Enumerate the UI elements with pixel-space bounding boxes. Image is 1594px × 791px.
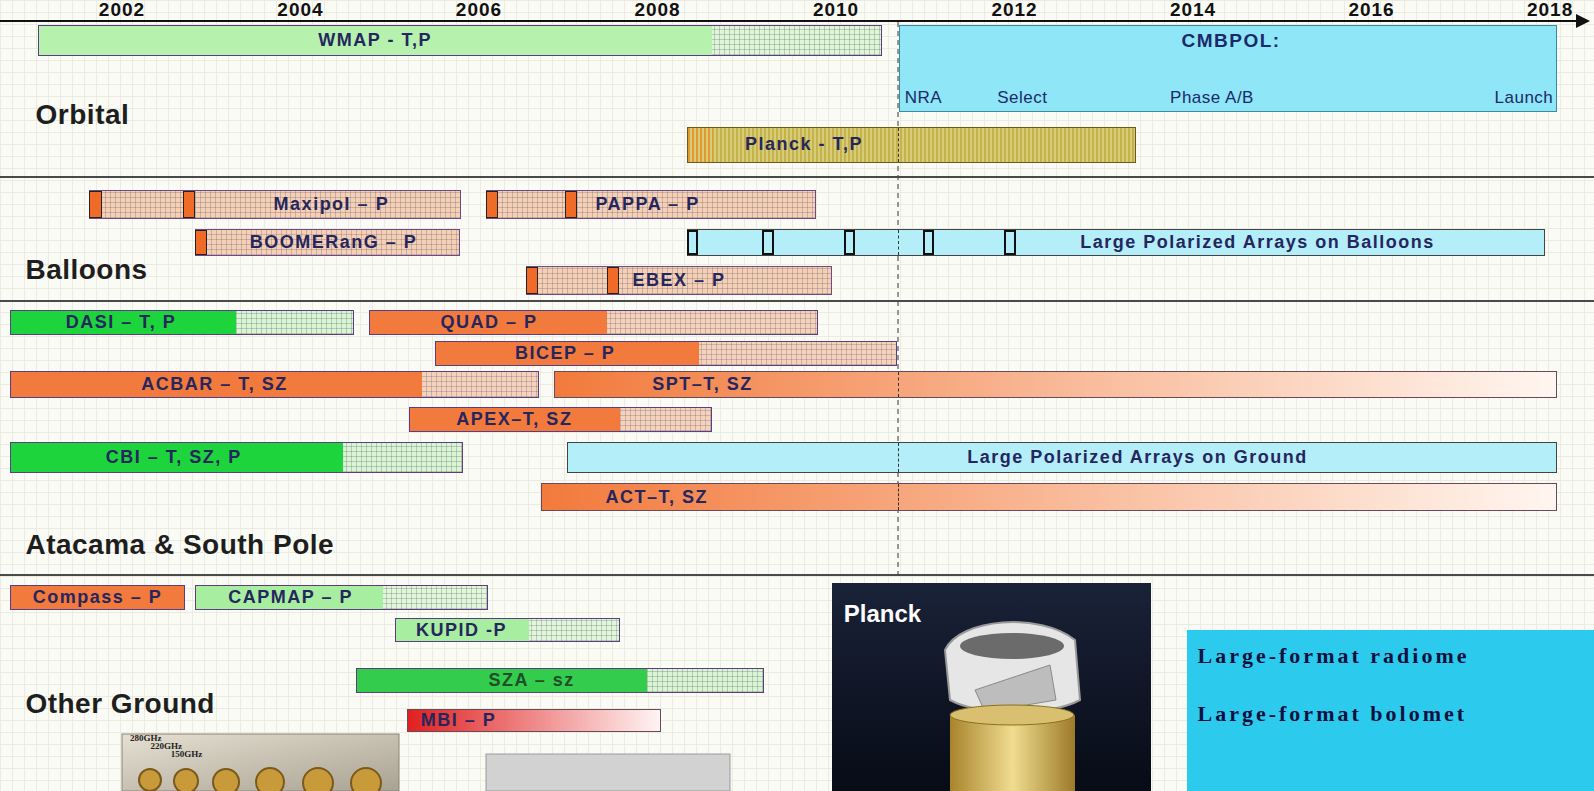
ongoing-bar: SPT–T, SZ <box>554 371 1557 398</box>
year-label: 2006 <box>456 0 502 19</box>
band-label: 150GHz <box>171 750 203 759</box>
flight-marker <box>762 230 773 255</box>
flight-marker <box>565 191 577 217</box>
bar-label: Compass – P <box>33 587 163 608</box>
today-line <box>898 230 899 255</box>
flight-marker <box>195 230 207 255</box>
today-line <box>898 484 899 510</box>
timeline-bar: ACBAR – T, SZ <box>10 371 539 398</box>
today-line <box>898 128 899 162</box>
bar-label: DASI – T, P <box>66 312 177 333</box>
flight-marker <box>607 267 619 293</box>
year-label: 2014 <box>1170 0 1216 19</box>
photo-placeholder <box>486 754 730 791</box>
year-label: 2012 <box>991 0 1037 19</box>
picture-panel: Planck <box>832 583 1151 791</box>
feedhorns <box>139 768 381 791</box>
bar-label: MBI – P <box>421 710 497 731</box>
timeline-bar: SZA – sz <box>356 668 765 693</box>
ongoing-bar: MBI – P <box>407 709 661 732</box>
bar-label: Large-format bolomet <box>1198 701 1468 726</box>
planck-satellite <box>945 622 1080 791</box>
bar-label: Planck <box>844 600 921 628</box>
bar-label: ACBAR – T, SZ <box>141 374 288 395</box>
section-label: Other Ground <box>25 688 215 720</box>
planck-picture-ground <box>832 583 1151 791</box>
bar-label: Select <box>997 88 1047 108</box>
bar-label: Launch <box>1495 88 1554 108</box>
flight-marker <box>89 191 101 217</box>
bar-label: Phase A/B <box>1170 88 1254 108</box>
bar-label: APEX–T, SZ <box>456 409 572 430</box>
bar-label: BICEP – P <box>515 343 615 364</box>
note-box: Large-format radiomeLarge-format bolomet <box>1187 630 1594 791</box>
timeline-bar: CBI – T, SZ, P <box>10 442 462 472</box>
bar-label: BOOMERanG – P <box>250 232 418 253</box>
timeline-bar: BICEP – P <box>435 341 897 366</box>
balloon-bar: BOOMERanG – P <box>195 229 460 256</box>
bar-label: SZA – sz <box>488 670 574 691</box>
timeline-bar: KUPID -P <box>395 618 620 642</box>
bar-label: PAPPA – P <box>595 194 699 215</box>
year-label: 2004 <box>277 0 323 19</box>
today-line <box>898 372 899 397</box>
bar-label: ACT–T, SZ <box>605 487 708 508</box>
section-label: Atacama & South Pole <box>25 529 334 561</box>
timeline-bar: DASI – T, P <box>10 310 354 335</box>
flight-marker <box>844 230 855 255</box>
section-band: Orbital WMAP - T,P CMBPOL: NRA Select Phase A… <box>0 16 1594 178</box>
timeline-bar: Compass – P <box>10 585 185 610</box>
flight-marker <box>687 230 698 255</box>
ongoing-bar: ACT–T, SZ <box>541 483 1558 511</box>
section-band: Atacama & South Pole DASI – T, P QUAD – P B… <box>0 302 1594 576</box>
section-label: Balloons <box>25 254 147 286</box>
bar-label: Large Polarized Arrays on Ground <box>967 447 1307 468</box>
bar-label: QUAD – P <box>440 312 537 333</box>
year-label: 2018 <box>1527 0 1573 19</box>
flight-marker <box>923 230 934 255</box>
year-label: 2016 <box>1348 0 1394 19</box>
today-line <box>898 443 899 471</box>
bar-label: Large Polarized Arrays on Balloons <box>1080 232 1434 253</box>
bar-label: Maxipol – P <box>274 194 390 215</box>
section-label: Orbital <box>36 99 130 131</box>
year-label: 2010 <box>813 0 859 19</box>
bar-label: EBEX – P <box>633 270 726 291</box>
bar-label: CAPMAP – P <box>228 587 353 608</box>
bar-label: CBI – T, SZ, P <box>106 447 242 468</box>
section-band: Balloons Maxipol – P PAPPA – P BOOMERanG – … <box>0 178 1594 302</box>
balloon-bar: Maxipol – P <box>89 190 460 218</box>
bar-solid-segment <box>688 128 712 162</box>
timeline-bar: APEX–T, SZ <box>409 407 712 432</box>
bar-label: Planck - T,P <box>745 134 863 155</box>
bar-label: WMAP - T,P <box>318 30 432 51</box>
flight-marker <box>486 191 498 217</box>
timeline-bar: QUAD – P <box>369 310 818 335</box>
timeline-bar: Planck - T,P <box>687 127 1135 163</box>
flight-marker <box>1004 230 1015 255</box>
flight-marker <box>526 267 538 293</box>
future-bar: Large Polarized Arrays on Balloons <box>687 229 1545 256</box>
bar-label: KUPID -P <box>416 620 507 641</box>
balloon-bar: PAPPA – P <box>486 190 816 218</box>
year-label: 2008 <box>634 0 680 19</box>
bar-label: CMBPOL: <box>1181 30 1280 52</box>
balloon-bar: EBEX – P <box>526 266 832 294</box>
mission-plan-box: CMBPOL: NRA Select Phase A/B Launch <box>899 25 1558 111</box>
bar-label: NRA <box>905 88 942 108</box>
year-label: 2002 <box>99 0 145 19</box>
bar-label: SPT–T, SZ <box>652 374 753 395</box>
future-bar: Large Polarized Arrays on Ground <box>567 442 1557 472</box>
timeline-bar: CAPMAP – P <box>195 585 488 610</box>
bar-label: Large-format radiome <box>1198 643 1470 668</box>
time-axis <box>0 20 1578 22</box>
timeline-bar: WMAP - T,P <box>38 25 883 55</box>
flight-marker <box>183 191 195 217</box>
